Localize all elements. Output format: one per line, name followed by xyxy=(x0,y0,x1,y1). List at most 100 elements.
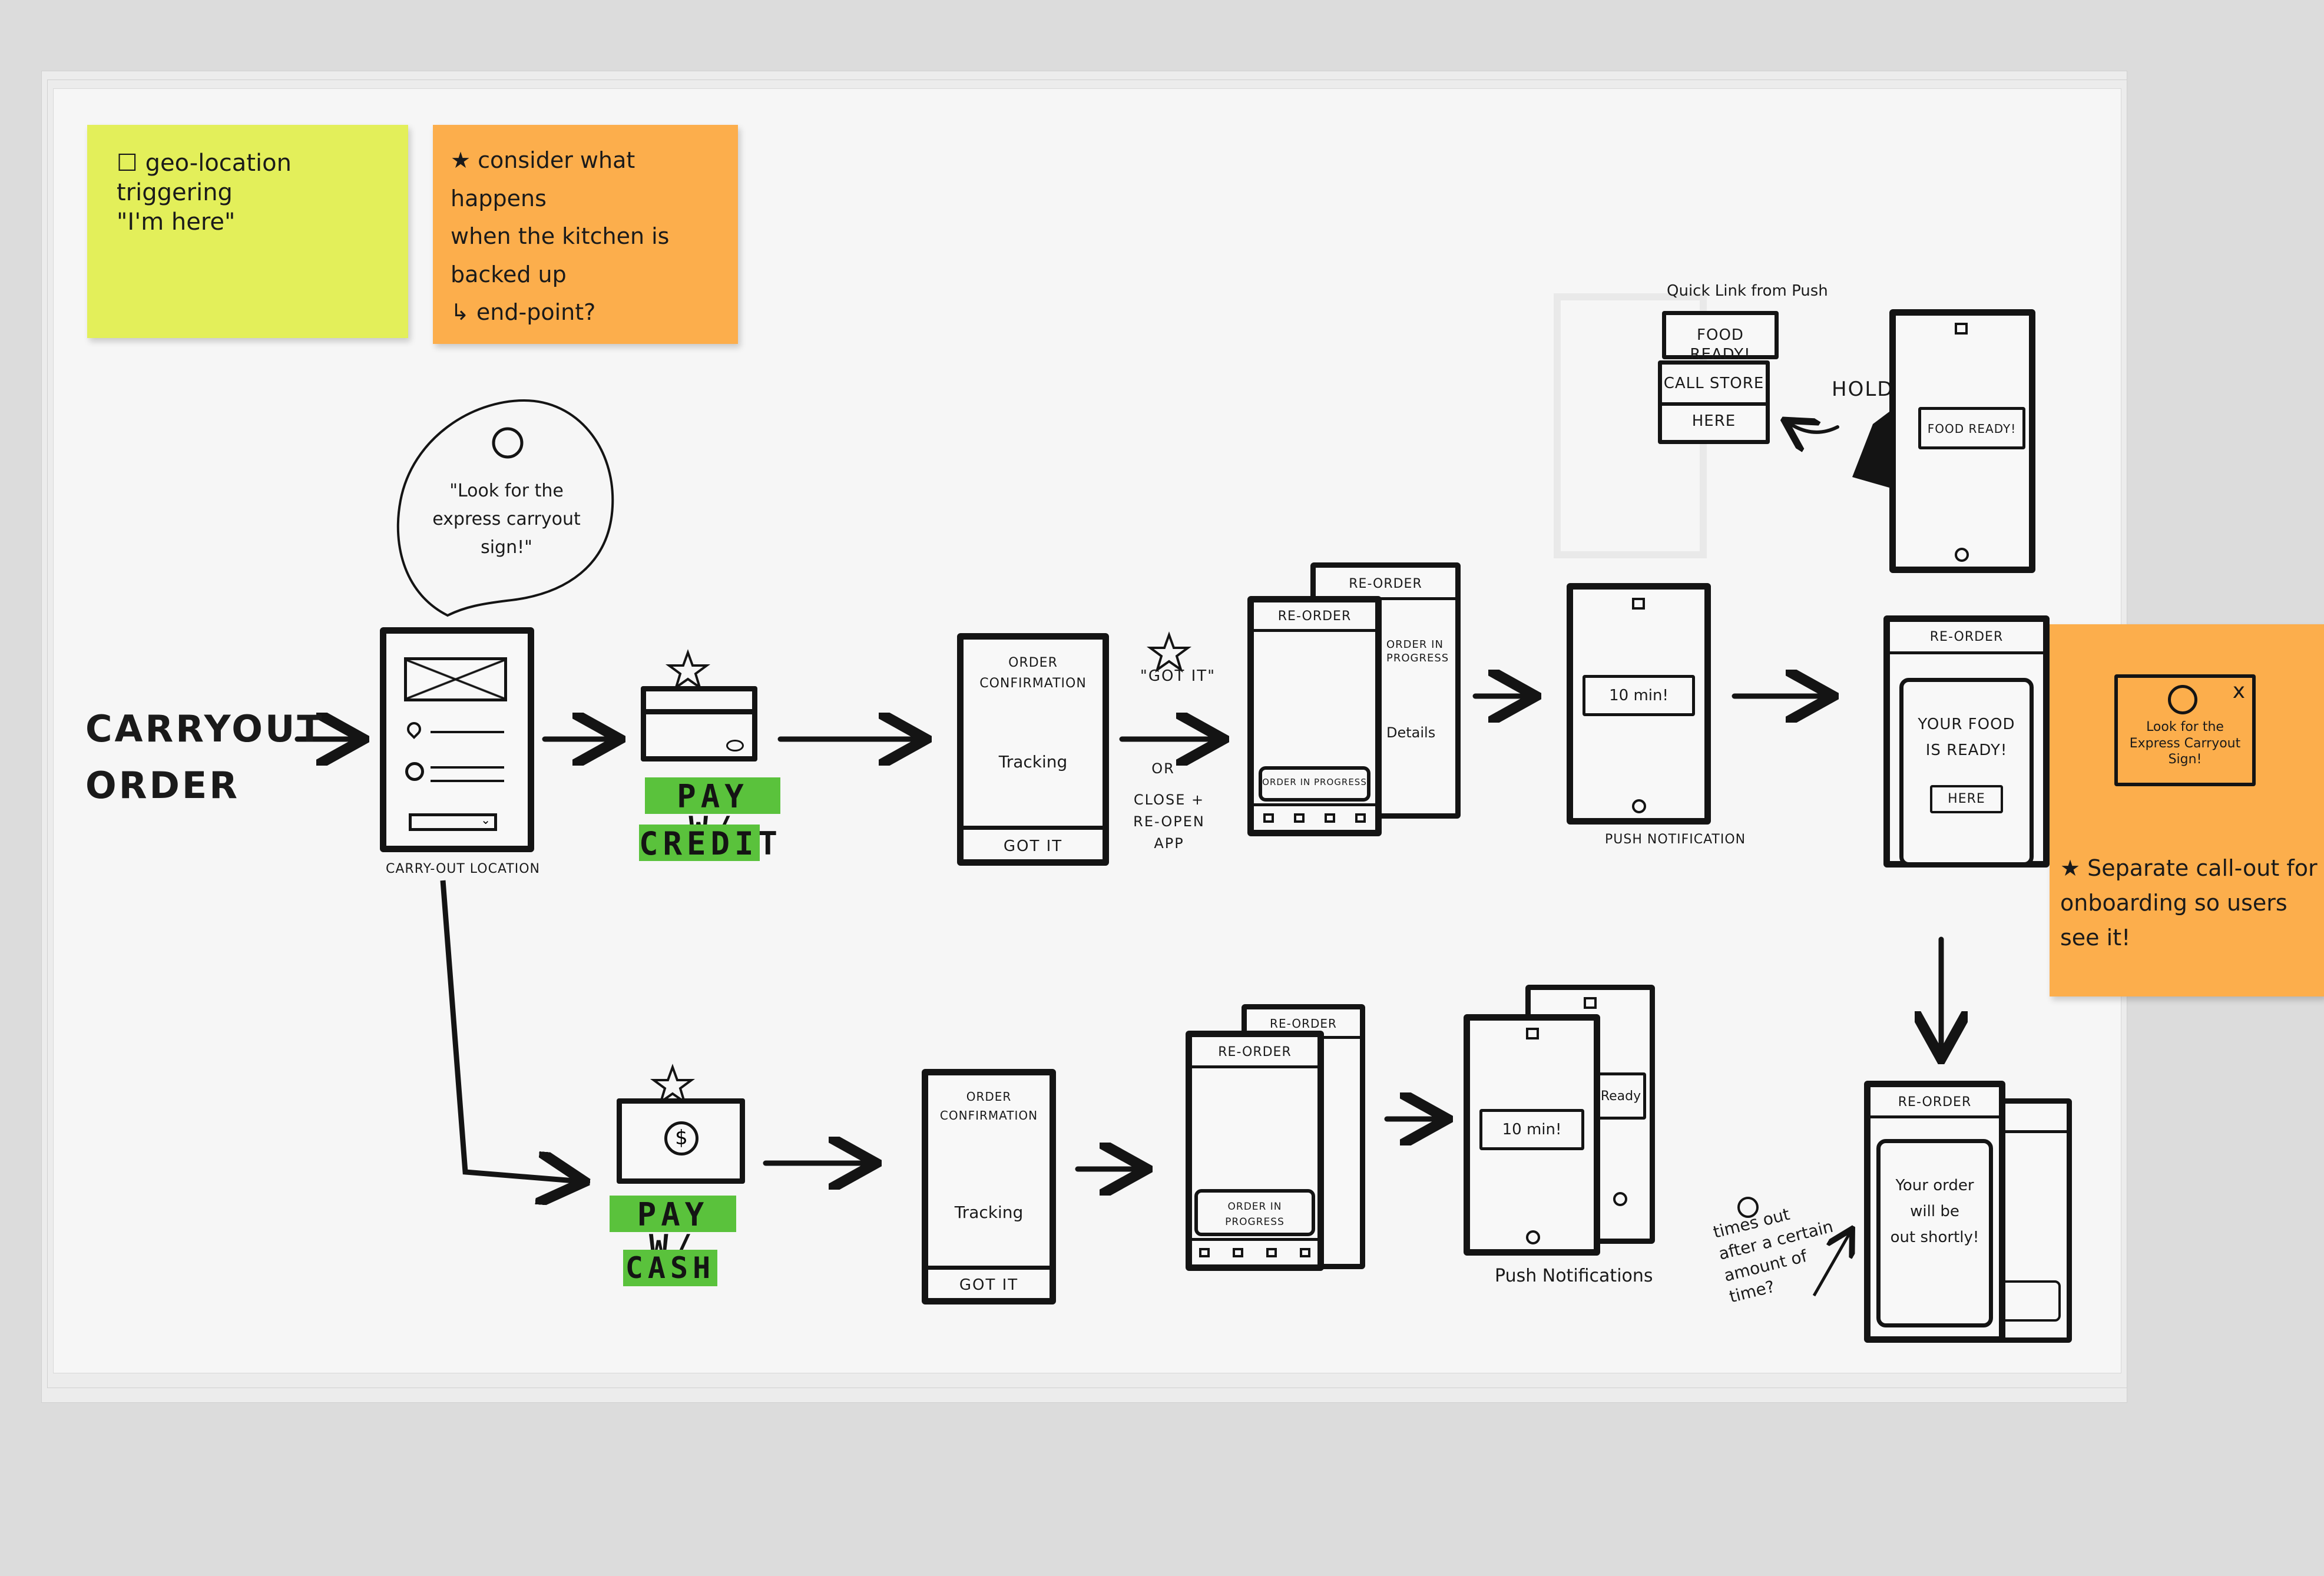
speech-bubble-outline xyxy=(396,399,614,617)
reorder-progress-label-bottom: ORDER IN PROGRESS xyxy=(1225,1201,1285,1228)
food-ready-banner: FOOD READY! xyxy=(1918,407,2025,449)
sticky-geo-text: ☐ geo-location triggering "I'm here" xyxy=(117,150,292,236)
final-back-card xyxy=(1999,1280,2061,1322)
sticky-kitchen-backed-up: ★ consider what happens when the kitchen… xyxy=(433,125,738,344)
reorder-tab-icons-top xyxy=(1263,813,1366,825)
order-confirmation-screen-bottom: ORDER CONFIRMATION Tracking GOT IT xyxy=(922,1069,1056,1304)
confirmation-title-bottom: ORDER CONFIRMATION xyxy=(939,1090,1038,1123)
carryout-location-screen: ⌄ xyxy=(380,627,534,852)
credit-card-sketch xyxy=(641,686,757,761)
quick-link-food-ready: FOOD READY! xyxy=(1662,311,1779,363)
location-dropdown: ⌄ xyxy=(409,813,497,831)
speech-bubble-icon xyxy=(492,427,524,459)
map-image-placeholder xyxy=(404,657,507,701)
home-button-icon-back-bottom xyxy=(1613,1192,1627,1206)
sticky-onboarding-text: ★ Separate call-out for onboarding so us… xyxy=(2060,855,2318,951)
push-ready-banner: Ready xyxy=(1595,1072,1646,1120)
sticky-geo-location: ☐ geo-location triggering "I'm here" xyxy=(87,125,408,338)
final-order-message: Your order will be out shortly! xyxy=(1890,1177,1979,1247)
tracking-label-bottom: Tracking xyxy=(954,1203,1024,1222)
star-got-it-icon xyxy=(1146,631,1192,673)
hold-label: HOLD xyxy=(1832,378,1894,401)
push-ten-min-top: 10 min! xyxy=(1609,687,1668,704)
pay-credit-label-line2: CREDIT xyxy=(639,825,783,862)
reorder-back-progress-top: ORDER IN PROGRESS xyxy=(1386,638,1449,664)
star-cash-icon xyxy=(650,1064,696,1105)
food-ready-reorder-screen: RE-ORDER YOUR FOOD IS READY! HERE xyxy=(1883,615,2050,868)
pay-cash-label-line2: CASH xyxy=(623,1250,717,1286)
sticky-onboarding: x Look for the Express Carryout Sign! ★ … xyxy=(2050,624,2324,996)
quick-link-here: HERE xyxy=(1691,412,1736,430)
got-it-or: OR xyxy=(1151,760,1175,777)
onboarding-popup-close: x xyxy=(2232,679,2245,703)
tracking-label-top: Tracking xyxy=(998,752,1068,772)
carryout-location-label: CARRY-OUT LOCATION xyxy=(386,862,540,876)
food-ready-message: YOUR FOOD IS READY! xyxy=(1918,716,2015,760)
quick-link-title: Quick Link from Push xyxy=(1667,282,1828,300)
order-confirmation-screen-top: ORDER CONFIRMATION Tracking GOT IT xyxy=(957,633,1109,866)
confirmation-title-top: ORDER CONFIRMATION xyxy=(979,655,1087,691)
pay-credit-label-line1: PAY W/ xyxy=(645,777,780,845)
arrow-timeout-note xyxy=(1812,1234,1849,1297)
got-it-button-top: GOT IT xyxy=(1003,837,1063,855)
timer-icon xyxy=(1737,1197,1759,1218)
onboarding-popup-text: Look for the Express Carryout Sign! xyxy=(2129,720,2241,767)
push-banner-top: 10 min! xyxy=(1583,675,1695,716)
lock-icon-bottom xyxy=(1526,1028,1539,1039)
arrow-location-to-cash xyxy=(440,880,574,1181)
push-notification-screen-top: 10 min! xyxy=(1567,583,1711,825)
reorder-title-top: RE-ORDER xyxy=(1277,609,1352,624)
push-banner-bottom: 10 min! xyxy=(1479,1109,1584,1150)
final-back-screen xyxy=(1997,1098,2072,1343)
faded-paper-behind-quick-link xyxy=(1554,293,1707,558)
push-notifications-label-bottom: Push Notifications xyxy=(1495,1266,1653,1286)
home-button-icon-food-ready xyxy=(1955,548,1969,562)
cash-sketch: $ xyxy=(617,1098,745,1184)
push-notification-label-top: PUSH NOTIFICATION xyxy=(1605,832,1746,847)
speech-bubble-text: "Look for the express carryout sign!" xyxy=(432,481,581,558)
reorder-screen-top: RE-ORDER ORDER IN PROGRESS xyxy=(1247,596,1382,836)
carryout-sign-icon xyxy=(405,762,424,781)
got-it-button-bottom: GOT IT xyxy=(959,1276,1019,1294)
final-order-title: RE-ORDER xyxy=(1898,1095,1972,1110)
arrow-hold-to-quick-link xyxy=(1790,424,1839,432)
reorder-back-title-top: RE-ORDER xyxy=(1349,577,1422,591)
reorder-screen-bottom: RE-ORDER ORDER IN PROGRESS xyxy=(1186,1031,1324,1271)
onboarding-popup-icon xyxy=(2168,685,2197,714)
food-ready-modal: YOUR FOOD IS READY! HERE xyxy=(1899,678,2034,866)
sticky-kitchen-text: ★ consider what happens when the kitchen… xyxy=(451,147,670,326)
reorder-tab-icons-bottom xyxy=(1199,1248,1310,1260)
card-logo-icon xyxy=(726,740,744,751)
food-ready-here-button: HERE xyxy=(1930,785,2003,813)
quick-link-food-ready-label: FOOD READY! xyxy=(1690,326,1751,363)
star-credit-icon xyxy=(665,649,711,690)
home-button-icon-bottom xyxy=(1526,1230,1540,1244)
lock-icon-food-ready xyxy=(1955,323,1968,335)
reorder-progress-card-top: ORDER IN PROGRESS xyxy=(1259,766,1370,802)
pay-cash-label-line1: PAY W/ xyxy=(610,1196,736,1263)
reorder-back-title-bottom: RE-ORDER xyxy=(1270,1017,1337,1031)
quick-link-call-store: Call Store xyxy=(1663,375,1764,392)
final-order-modal: Your order will be out shortly! xyxy=(1876,1139,1993,1327)
chevron-down-icon: ⌄ xyxy=(481,813,491,827)
lock-icon-top xyxy=(1632,598,1645,610)
reorder-title-bottom: RE-ORDER xyxy=(1218,1045,1292,1060)
food-ready-here-label: HERE xyxy=(1948,792,1985,806)
carryout-order-label: CARRYOUT ORDER xyxy=(85,707,325,807)
food-ready-push-screen: FOOD READY! xyxy=(1889,309,2035,573)
food-ready-banner-label: FOOD READY! xyxy=(1927,422,2017,436)
got-it-quote: "GOT IT" xyxy=(1140,667,1216,685)
location-pin-icon xyxy=(404,719,424,739)
dollar-icon: $ xyxy=(664,1121,698,1155)
push-notification-screen-bottom: 10 min! xyxy=(1464,1014,1600,1256)
reorder-progress-label-top: ORDER IN PROGRESS xyxy=(1262,777,1367,787)
home-button-icon-top xyxy=(1632,799,1646,813)
push-ten-min-bottom: 10 min! xyxy=(1502,1121,1562,1138)
quick-link-menu: Call Store HERE xyxy=(1658,360,1770,444)
reorder-progress-card-bottom: ORDER IN PROGRESS xyxy=(1194,1189,1315,1236)
lock-icon-back-bottom xyxy=(1584,997,1597,1009)
final-order-screen: RE-ORDER Your order will be out shortly! xyxy=(1864,1081,2005,1343)
got-it-reopen: close + RE-OPEN APP xyxy=(1133,792,1205,852)
onboarding-popup: x Look for the Express Carryout Sign! xyxy=(2114,674,2256,786)
push-ready-label: Ready xyxy=(1600,1089,1641,1104)
